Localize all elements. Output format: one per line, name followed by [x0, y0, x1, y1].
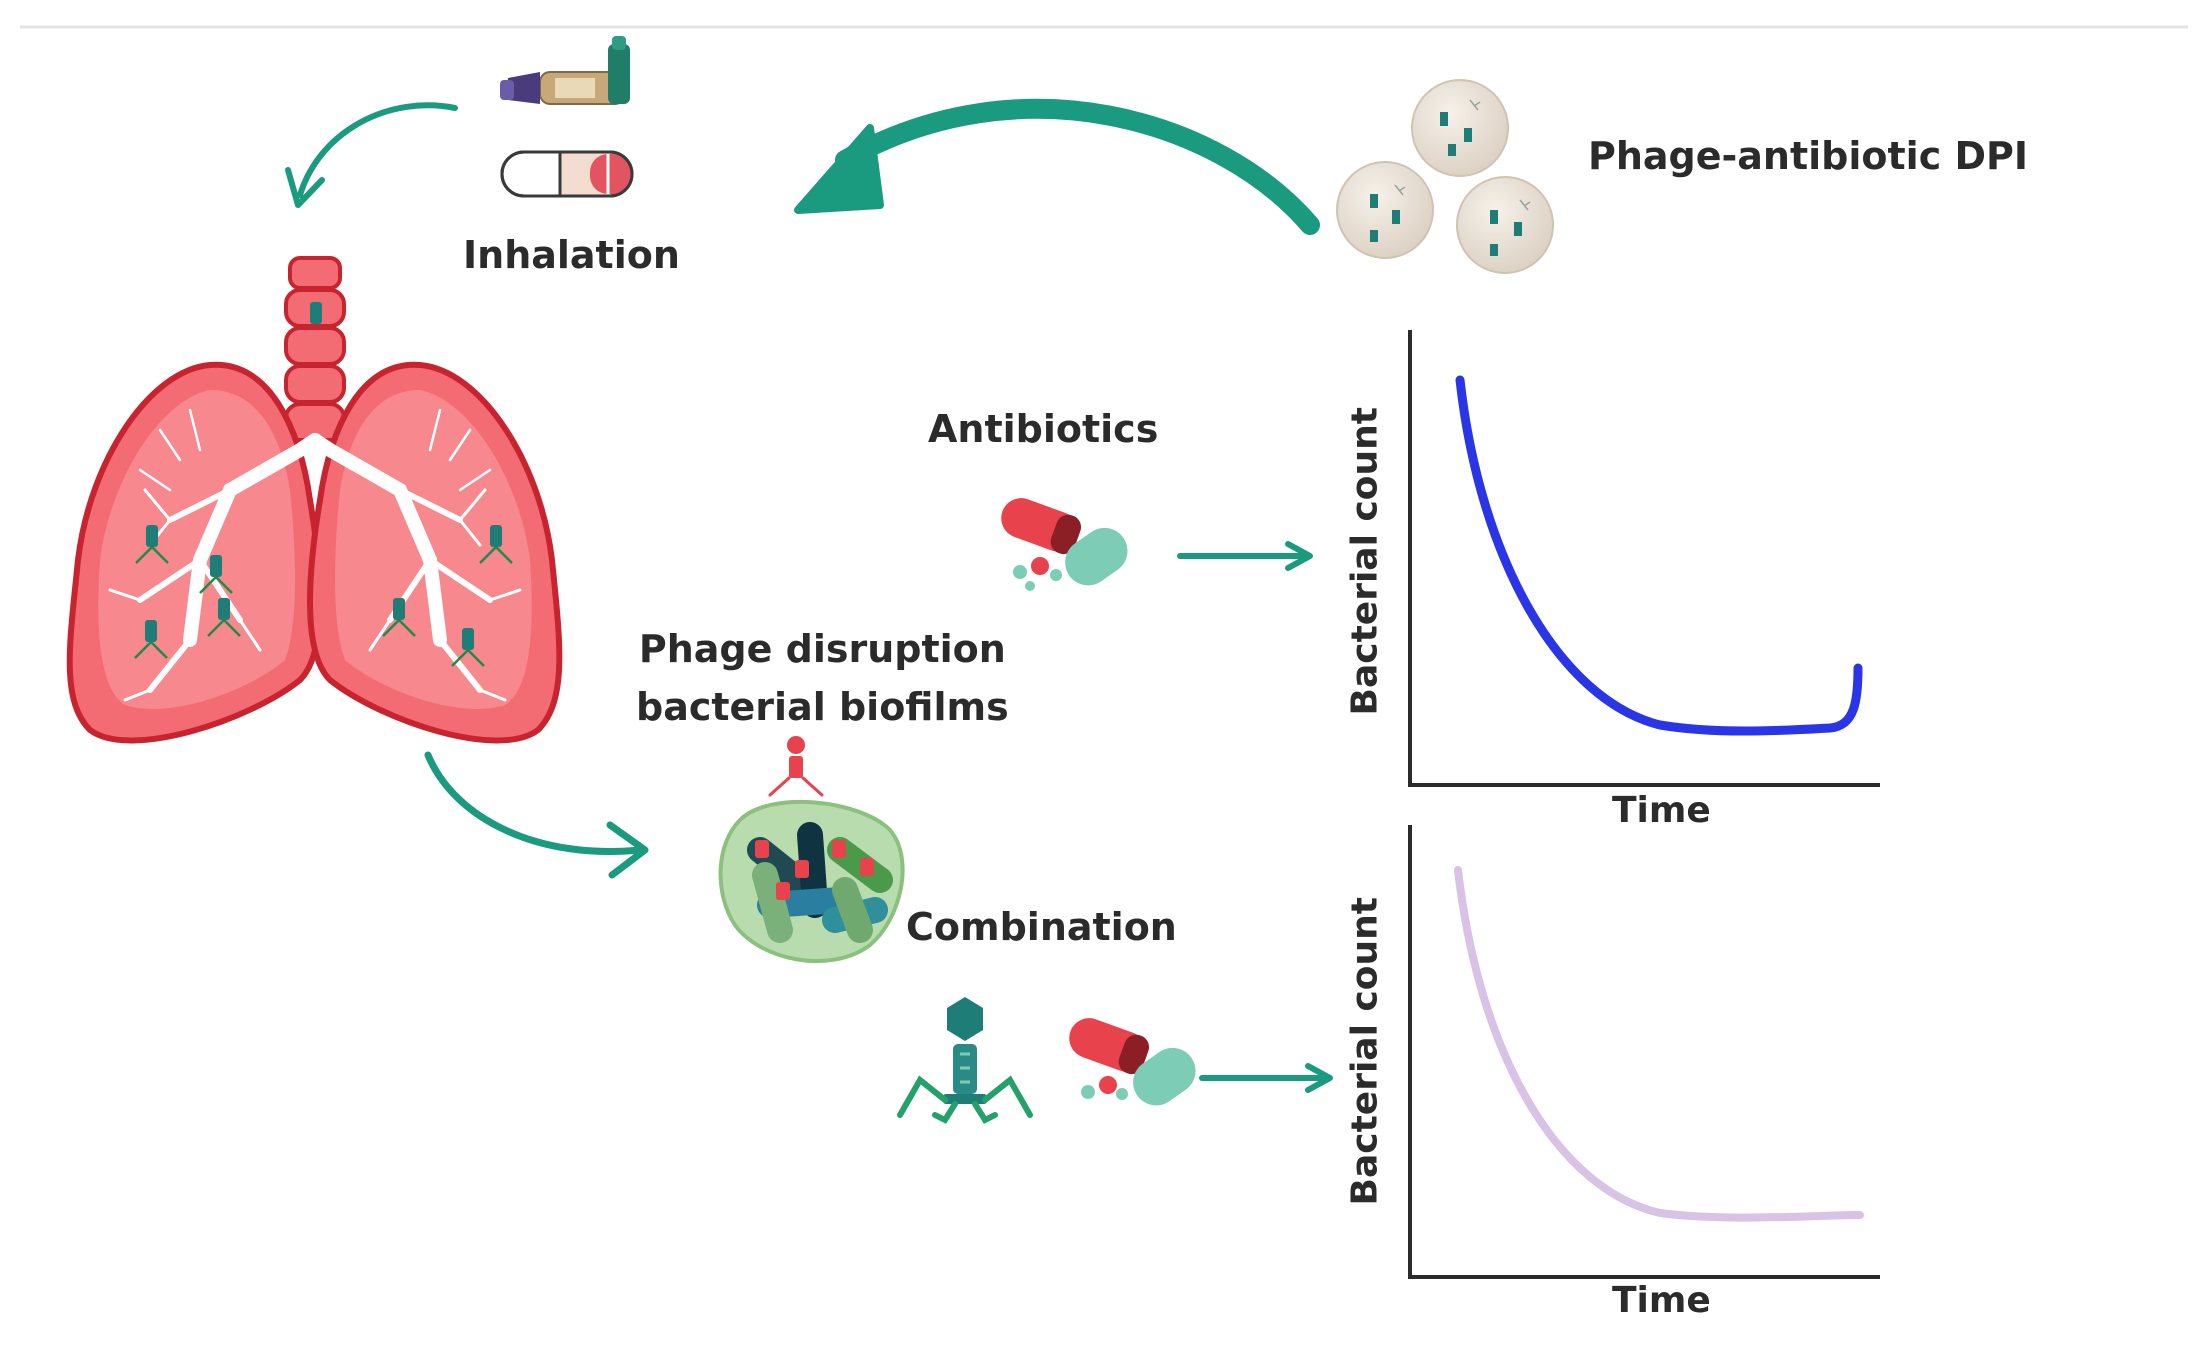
lungs-icon [66, 256, 563, 744]
graph-combination-xlabel: Time [1612, 1280, 1711, 1321]
antibiotics-label: Antibiotics [928, 407, 1159, 451]
pill-icon [1001, 498, 1128, 591]
graph-combination-axes [1408, 825, 1880, 1279]
graph-combination [1408, 825, 1880, 1279]
graph-antibiotics-curve [1455, 375, 1863, 736]
dpi-to-inhaler-arrow [794, 98, 1320, 235]
combination-label: Combination [906, 905, 1177, 949]
capsule-icon [500, 150, 634, 198]
combination-to-graph-arrow [1199, 1063, 1333, 1093]
graph-antibiotics [1408, 330, 1880, 787]
graph-combination-curve [1454, 866, 1864, 1222]
graph-antibiotics-axes [1408, 330, 1880, 787]
phage-disruption-line1: Phage disruption [638, 627, 1006, 671]
graph-combination-ylabel: Bacterial count [1344, 897, 1386, 1206]
dpi-label: Phage-antibiotic DPI [1588, 134, 2028, 178]
bacteriophage-icon [897, 997, 1033, 1124]
inhalation-label: Inhalation [463, 233, 680, 277]
biofilm-icon [718, 736, 905, 964]
graph-antibiotics-xlabel: Time [1612, 790, 1711, 831]
inhaler-to-lungs-arrow [285, 102, 458, 208]
combination-pill-icon [1069, 1018, 1196, 1106]
lungs-to-biofilm-arrow [424, 751, 649, 879]
antibiotics-to-graph-arrow [1177, 541, 1313, 571]
graph-antibiotics-ylabel: Bacterial count [1344, 407, 1386, 716]
inhaler-icon [500, 36, 630, 105]
dpi-particles-icon [1336, 79, 1554, 274]
phage-disruption-line2: bacterial biofilms [636, 685, 1009, 729]
phage-disruption-label: Phage disruption bacterial biofilms [636, 620, 1009, 736]
